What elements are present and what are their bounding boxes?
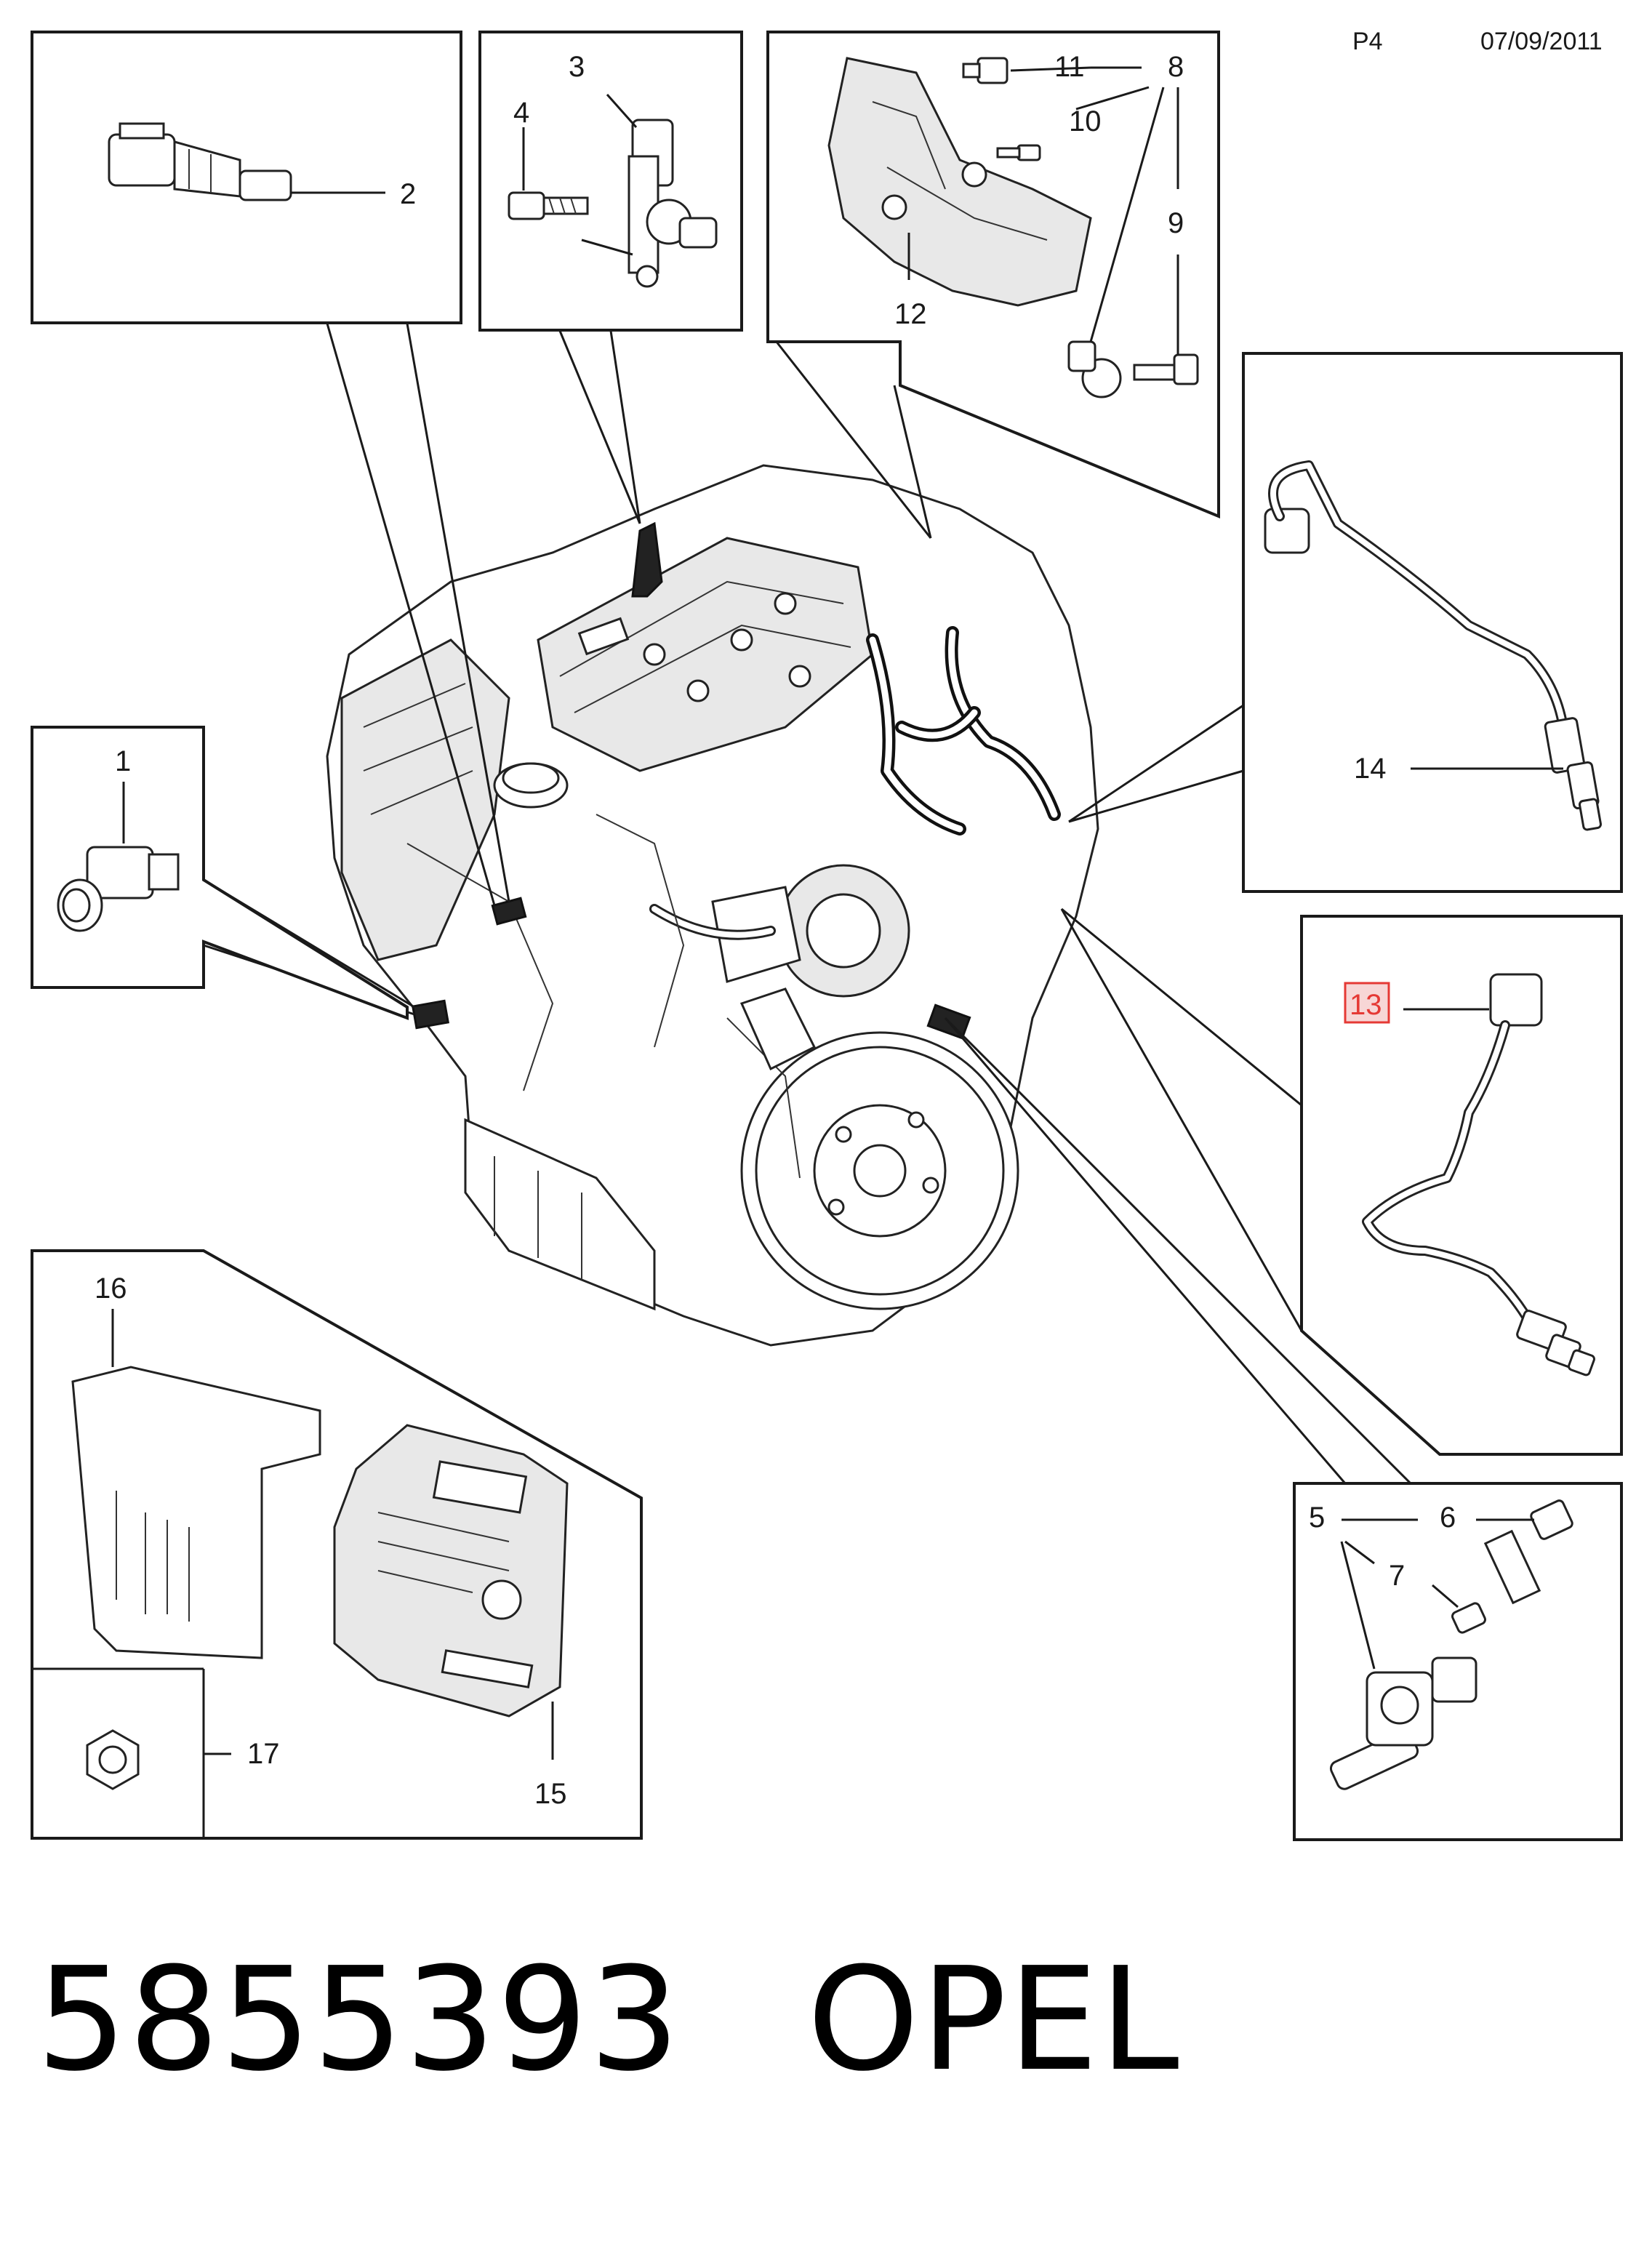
bolt-11 (962, 57, 1009, 84)
detail-box-part-13 (1300, 915, 1623, 1456)
heat-shield (827, 57, 1092, 307)
oxygen-sensor-13 (1362, 973, 1595, 1377)
callout-15: 15 (534, 1778, 567, 1810)
ecu-module-15 (333, 1424, 569, 1718)
knock-sensor-9 (1067, 340, 1199, 398)
page-label: P4 (1352, 28, 1383, 55)
bolt-4 (508, 191, 589, 220)
detail-box-parts-5-7 (1293, 1482, 1623, 1841)
callout-labels: 1 2 3 4 5 6 7 8 9 10 11 12 13 14 15 16 1… (95, 51, 1456, 1810)
bolt-6 (1483, 1499, 1573, 1605)
detail-box-part-2 (31, 31, 462, 324)
leader-lines (203, 323, 1412, 1485)
date-label: 07/09/2011 (1480, 28, 1603, 55)
bracket-16 (71, 1366, 321, 1659)
pressure-sensor-1 (57, 846, 180, 932)
callout-7: 7 (1389, 1560, 1405, 1592)
callout-10: 10 (1069, 105, 1102, 137)
callout-13-highlight (1344, 982, 1390, 1024)
callout-17: 17 (247, 1738, 280, 1770)
camshaft-sensor-3 (627, 119, 718, 288)
engine-assembly (326, 464, 1099, 1347)
detail-box-parts-15-17 (31, 1249, 643, 1840)
callout-6: 6 (1440, 1502, 1456, 1534)
bolt-10 (996, 144, 1041, 161)
callout-2: 2 (400, 178, 416, 210)
nut-17 (86, 1729, 140, 1790)
oxygen-sensor-14 (1264, 460, 1602, 831)
detail-box-part-1 (31, 726, 409, 1020)
callout-12: 12 (894, 298, 927, 330)
spacer-7 (1451, 1602, 1486, 1634)
detail-box-parts-3-4 (478, 31, 743, 332)
callout-9: 9 (1168, 207, 1184, 239)
callout-4: 4 (513, 97, 529, 129)
callout-16: 16 (95, 1273, 127, 1305)
callout-13: 13 (1350, 989, 1382, 1021)
crank-sensor-5 (1329, 1656, 1477, 1790)
callout-8: 8 (1168, 51, 1184, 83)
callout-11: 11 (1054, 51, 1085, 83)
brand-name: OPEL (807, 1937, 1181, 2103)
part-number: 5855393 (36, 1937, 681, 2103)
callout-3: 3 (569, 51, 585, 83)
callout-1: 1 (115, 745, 131, 777)
temperature-sensor-2 (108, 122, 292, 201)
callout-5: 5 (1309, 1502, 1325, 1534)
detail-box-parts-8-12 (766, 31, 1220, 518)
callout-14: 14 (1354, 753, 1387, 785)
detail-box-part-14 (1242, 352, 1623, 893)
